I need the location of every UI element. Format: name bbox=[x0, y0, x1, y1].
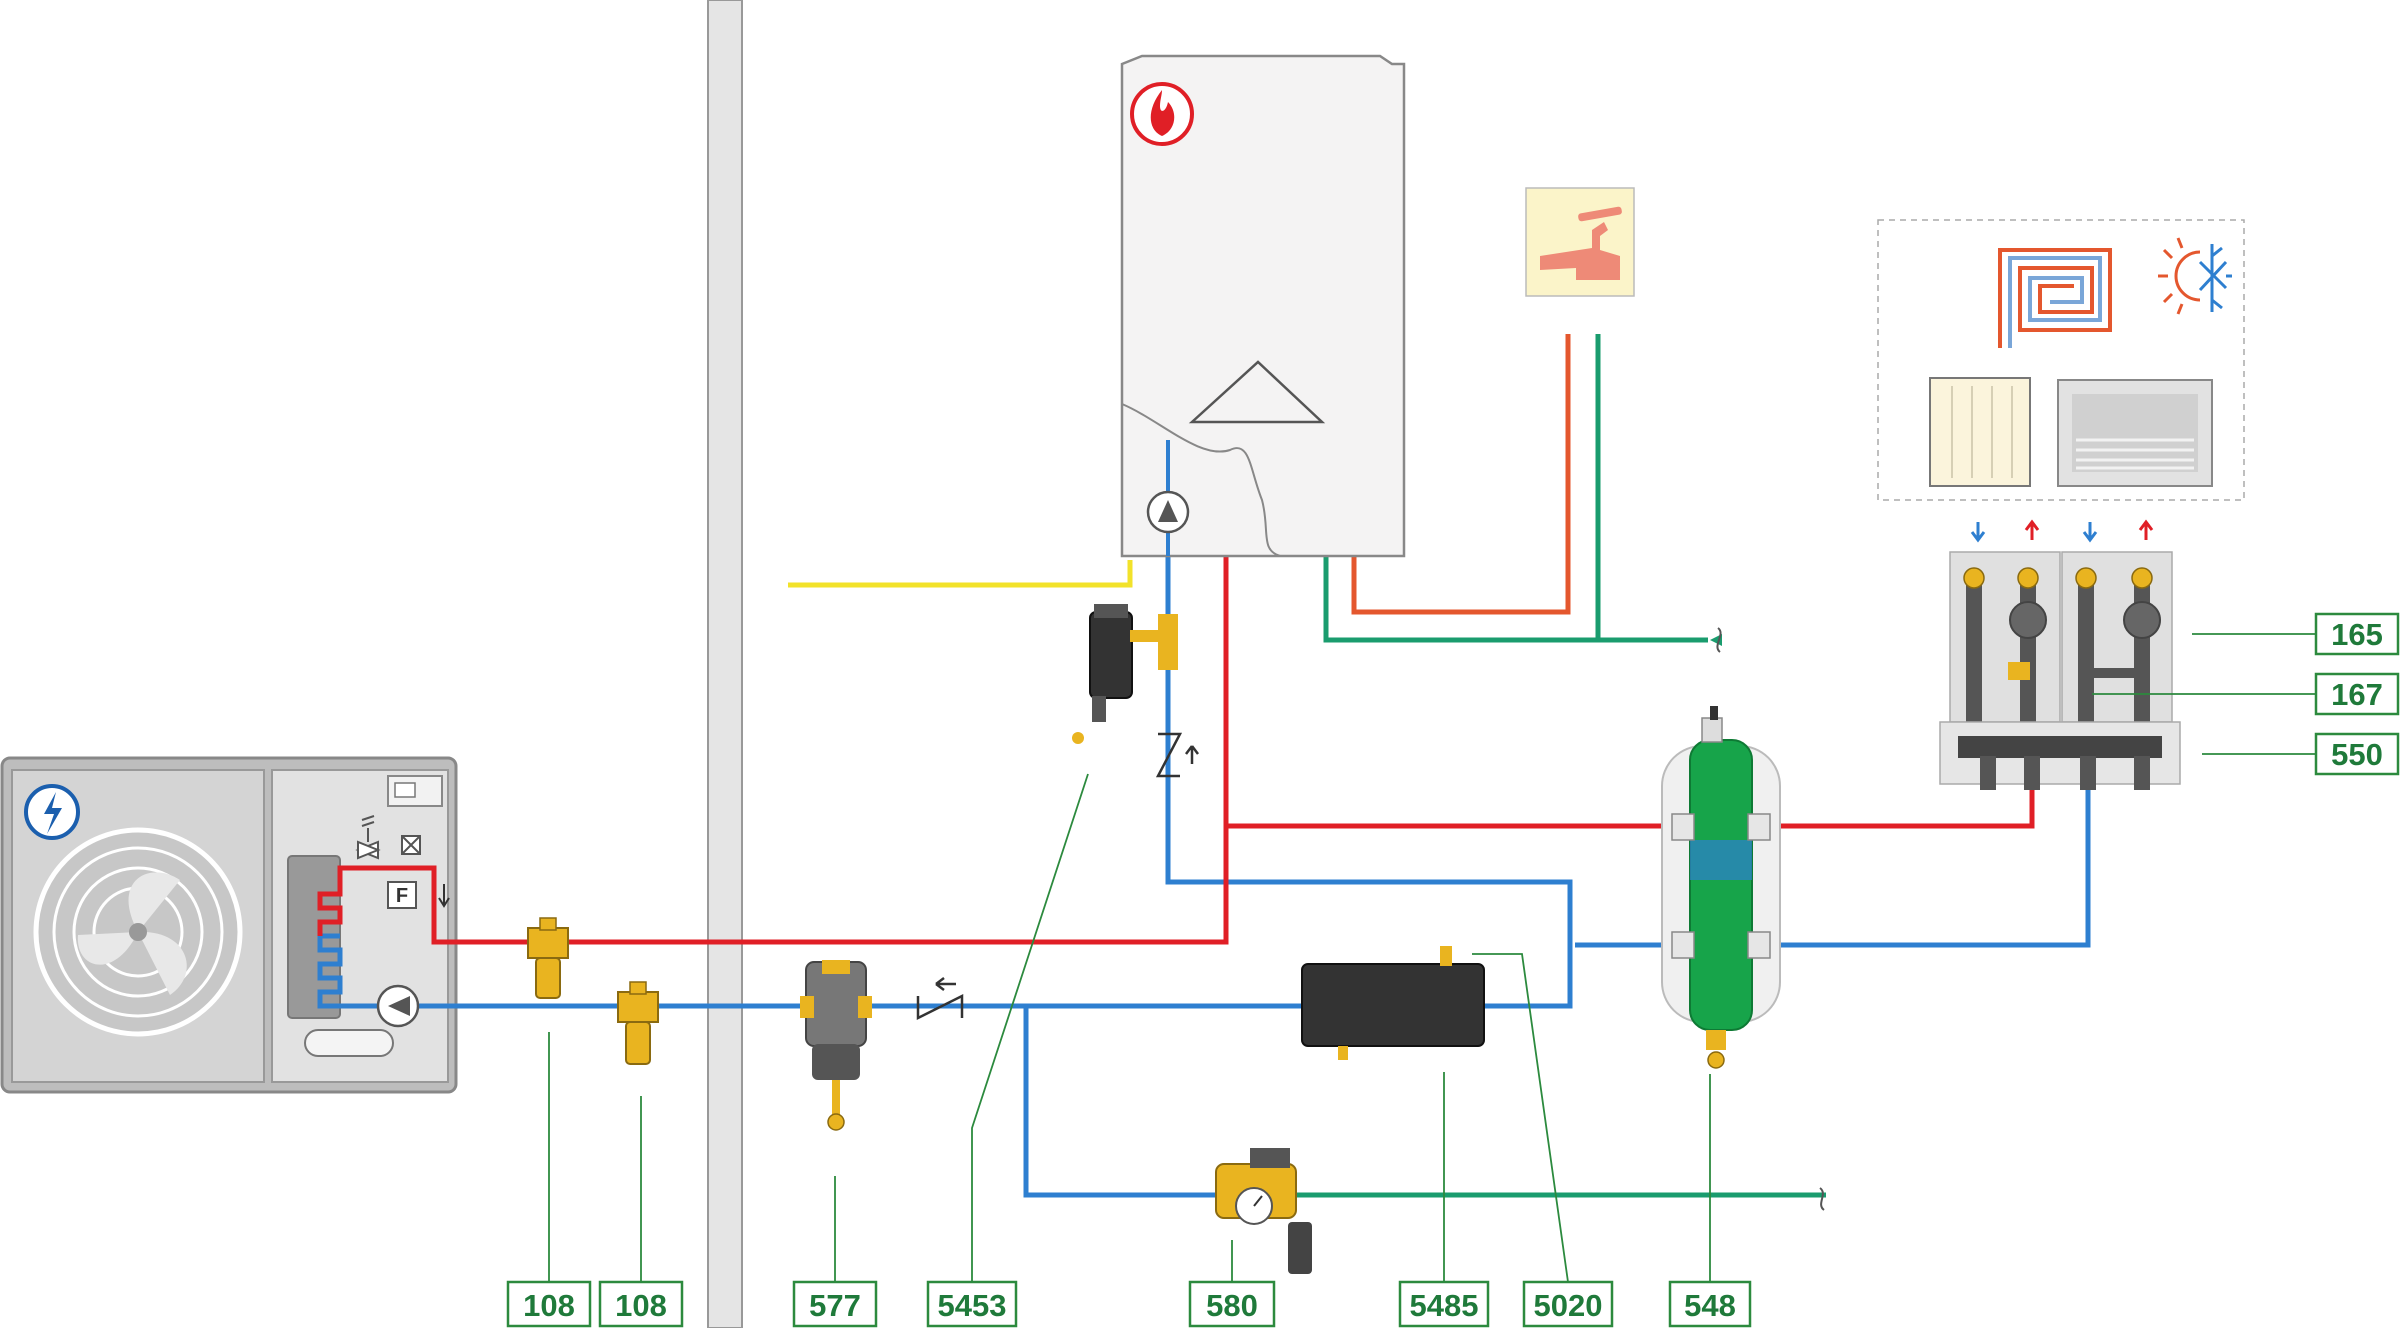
boiler-triangle-icon bbox=[1188, 360, 1326, 424]
safety-valve-icon bbox=[355, 815, 381, 860]
check-valve-boiler bbox=[1155, 732, 1199, 778]
faucet-icon bbox=[1525, 187, 1635, 297]
flow-switch-label: F bbox=[396, 885, 408, 907]
hydraulic-separator bbox=[1661, 706, 1781, 1069]
emitters-panel bbox=[1877, 219, 2245, 501]
code-box-577 bbox=[792, 1280, 878, 1328]
leader-line-5453 bbox=[971, 773, 1089, 1282]
code-box-548 bbox=[1668, 1280, 1752, 1328]
return-arrow-icon bbox=[1970, 522, 1986, 543]
supply-arrow-icon bbox=[2024, 519, 2040, 540]
dhw-hot-pipe bbox=[1351, 334, 1571, 615]
air-vent-icon bbox=[401, 835, 421, 855]
radiator-icon bbox=[1929, 377, 2031, 487]
magnetic-dirt-separator bbox=[1072, 604, 1178, 744]
flow-switch bbox=[387, 881, 417, 909]
code-label-550: 550 bbox=[2331, 737, 2383, 772]
code-label-580: 580 bbox=[1206, 1288, 1258, 1323]
boiler-pump-icon bbox=[1146, 490, 1190, 534]
filling-unit bbox=[1215, 1148, 1312, 1274]
code-label-108: 108 bbox=[615, 1288, 667, 1323]
code-label-167: 167 bbox=[2331, 677, 2383, 712]
underfloor-heating-icon bbox=[1998, 248, 2112, 348]
ball-valve-return bbox=[617, 981, 659, 1065]
code-box-165 bbox=[2314, 612, 2400, 656]
code-label-5453: 5453 bbox=[938, 1288, 1007, 1323]
wall bbox=[707, 0, 743, 1328]
code-labels: 108 108 577 5453 580 5485 5020 548 165 167 550 bbox=[506, 612, 2400, 1328]
buffer-tank bbox=[1301, 946, 1485, 1060]
lightning-icon bbox=[24, 784, 80, 840]
code-box-167 bbox=[2314, 672, 2400, 716]
code-box-5020 bbox=[1522, 1280, 1614, 1328]
code-box-108 bbox=[506, 1280, 592, 1328]
flame-icon bbox=[1130, 82, 1194, 146]
code-label-5020: 5020 bbox=[1534, 1288, 1603, 1323]
leader-lines bbox=[548, 633, 2316, 1283]
code-label-5485: 5485 bbox=[1410, 1288, 1479, 1323]
ball-valve-supply bbox=[527, 917, 569, 999]
check-valve-return bbox=[916, 977, 964, 1021]
pump-station-modules bbox=[1949, 519, 2173, 730]
fan-icon bbox=[33, 827, 243, 1037]
code-box-5453 bbox=[926, 1280, 1018, 1328]
boiler bbox=[1120, 54, 1406, 558]
code-box-580 bbox=[1188, 1280, 1276, 1328]
code-label-165: 165 bbox=[2331, 617, 2383, 652]
leader-line-5020 bbox=[1472, 953, 1569, 1283]
cold-water-pipe-boiler bbox=[1323, 556, 1708, 643]
code-label-577: 577 bbox=[809, 1288, 861, 1323]
code-label-548: 548 bbox=[1684, 1288, 1736, 1323]
fan-coil-icon bbox=[2057, 379, 2213, 487]
code-label-108: 108 bbox=[523, 1288, 575, 1323]
sun-snowflake-icon bbox=[2158, 237, 2232, 315]
code-box-5485 bbox=[1398, 1280, 1490, 1328]
dirt-separator bbox=[800, 960, 872, 1131]
gas-pipe bbox=[788, 560, 1133, 588]
heat-pump-circulator-icon bbox=[376, 984, 420, 1028]
code-box-108 bbox=[598, 1280, 684, 1328]
expansion-tank bbox=[304, 1029, 394, 1057]
code-box-550 bbox=[2314, 732, 2400, 776]
return-arrow-icon-2 bbox=[2082, 522, 2098, 543]
heat-pump-unit: F bbox=[0, 756, 458, 1094]
supply-arrow-icon-2 bbox=[2138, 519, 2154, 540]
distribution-manifold bbox=[1939, 721, 2181, 790]
